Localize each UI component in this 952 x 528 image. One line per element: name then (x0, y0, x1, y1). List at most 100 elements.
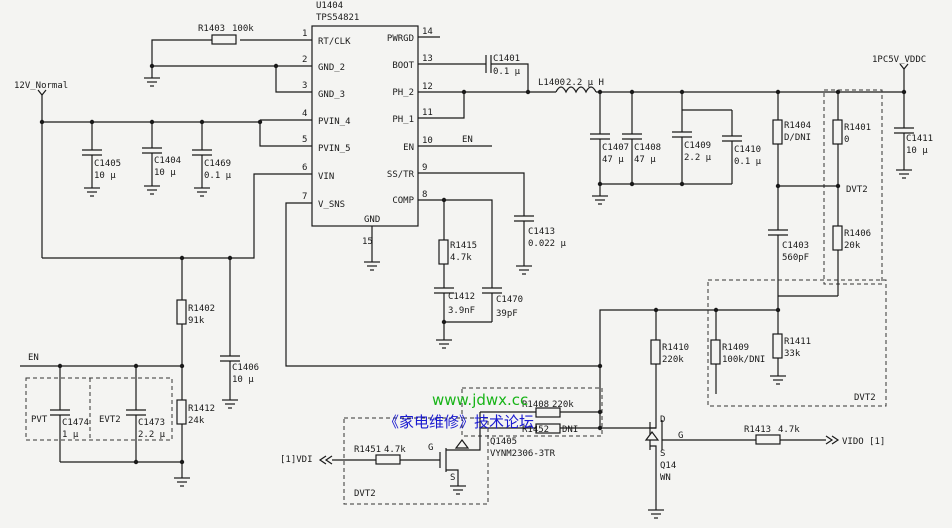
pin-num: 15 (362, 237, 373, 247)
pin-name: SS/TR (387, 170, 415, 180)
r1411: R1411 33k (770, 310, 811, 385)
box-label-evt2: EVT2 (99, 415, 121, 425)
c1407: C1407 47 μ (590, 92, 629, 196)
ref-label: L1400 (538, 78, 565, 88)
pin-name: EN (403, 143, 414, 153)
net-output: 1PC5V_VDDC (872, 55, 926, 65)
value-label: 47 μ (602, 155, 624, 165)
value-label: 20k (844, 241, 861, 251)
ref-label: R1415 (450, 241, 477, 251)
pin-num: 7 (302, 192, 307, 202)
pin-name: GND_2 (318, 63, 345, 73)
pin-name: PH_2 (392, 88, 414, 98)
value-label: 0.1 μ (493, 67, 521, 77)
ic-part: TPS54821 (316, 13, 359, 23)
ref-label: R1404 (784, 121, 811, 131)
value-label: 100k/DNI (722, 355, 765, 365)
r1415: R1415 4.7k (438, 200, 477, 288)
pin-num: 3 (302, 81, 307, 91)
ref-label: C1470 (496, 295, 523, 305)
source-label: S (450, 473, 455, 483)
value-label: 4.7k (778, 425, 800, 435)
ref-label: C1410 (734, 145, 761, 155)
ref-label: C1406 (232, 363, 259, 373)
ic-ref: U1404 (316, 1, 343, 11)
pin-num: 12 (422, 82, 433, 92)
ref-label: Q14 (660, 461, 676, 471)
r1413: R1413 4.7k (690, 425, 826, 445)
ref-label: R1412 (188, 404, 215, 414)
value-label: DNI (562, 425, 578, 435)
value-label: 220k (662, 355, 684, 365)
box-label-dvt2-q: DVT2 (354, 489, 376, 499)
c1413: C1413 0.022 μ (440, 172, 567, 275)
ref-label: C1409 (684, 141, 711, 151)
value-label: 10 μ (154, 168, 176, 178)
c1408: C1408 47 μ (622, 92, 661, 184)
pin-name: PWRGD (387, 34, 414, 44)
value-label: D/DNI (784, 133, 811, 143)
ref-label: R1410 (662, 343, 689, 353)
l1400: L1400 2.2 μ H (538, 78, 604, 94)
q14: D G S Q14 WN (644, 415, 690, 519)
watermark-url: www.jdwx.cc (432, 391, 528, 409)
pin-name: GND_3 (318, 90, 345, 100)
value-label: 2.2 μ H (566, 78, 604, 88)
box-label-dvt2-right: DVT2 (854, 393, 876, 403)
value-label: 1 μ (62, 430, 79, 440)
pin-name: VIN (318, 172, 334, 182)
ref-label: R1401 (844, 123, 871, 133)
box-label-pvt: PVT (31, 415, 48, 425)
c1404: C1404 10 μ (142, 122, 181, 195)
c1403: C1403 560pF (768, 229, 809, 296)
value-label: 560pF (782, 253, 809, 263)
source-label: S (660, 449, 665, 459)
net-vdi: [1]VDI (280, 455, 313, 465)
r1409: R1409 100k/DNI (710, 310, 765, 394)
value-label: 39pF (496, 309, 518, 319)
ref-label: R1403 (198, 24, 225, 34)
c1410: C1410 0.1 μ (722, 110, 762, 184)
value-label: 0 (844, 135, 849, 145)
ref-label: C1469 (204, 159, 231, 169)
box-pvt-evt2 (25, 377, 173, 441)
ic-u1404: U1404 TPS54821 1 2 3 4 5 6 7 14 13 12 11… (290, 1, 440, 271)
r1406: R1406 20k (832, 186, 871, 296)
pin-name: PVIN_5 (318, 144, 351, 154)
ref-label: C1403 (782, 241, 809, 251)
value-label: 0.1 μ (734, 157, 762, 167)
drain-label: D (660, 415, 665, 425)
value-label: 24k (188, 416, 205, 426)
net-12v-normal: 12V_Normal (14, 81, 68, 91)
r1401: R1401 0 (832, 92, 871, 186)
value-label: 33k (784, 349, 801, 359)
ref-label: R1451 (354, 445, 381, 455)
pin-name: BOOT (392, 61, 414, 71)
pin-num: 4 (302, 109, 307, 119)
c1469: C1469 0.1 μ (192, 122, 232, 197)
value-label: 4.7k (450, 253, 472, 263)
pin-name: V_SNS (318, 200, 345, 210)
value-label: 3.9nF (448, 306, 475, 316)
ref-label: C1401 (493, 54, 520, 64)
r1412: R1412 24k (174, 399, 215, 487)
q1405: G S Q1405 VYNM2306-3TR (428, 412, 556, 495)
ref-label: R1409 (722, 343, 749, 353)
value-label: 2.2 μ (138, 430, 166, 440)
box-dvt2-q (343, 417, 489, 505)
ref-label: C1405 (94, 159, 121, 169)
c1405: C1405 10 μ (82, 122, 121, 197)
pin-num: 1 (302, 29, 307, 39)
pin-name: PH_1 (392, 115, 414, 125)
value-label: 10 μ (906, 146, 928, 156)
value-label: 10 μ (94, 171, 116, 181)
ref-label: R1402 (188, 304, 215, 314)
box-label-dvt2-top: DVT2 (846, 185, 868, 195)
c1406: C1406 10 μ (220, 258, 259, 409)
ref-label: R1408 (522, 400, 549, 410)
ref-label: C1404 (154, 156, 181, 166)
net-en-pin10: EN (462, 135, 473, 145)
ref-label: Q1405 (490, 437, 517, 447)
r1452: R1452 DNI (480, 423, 656, 435)
ref-label: C1407 (602, 143, 629, 153)
